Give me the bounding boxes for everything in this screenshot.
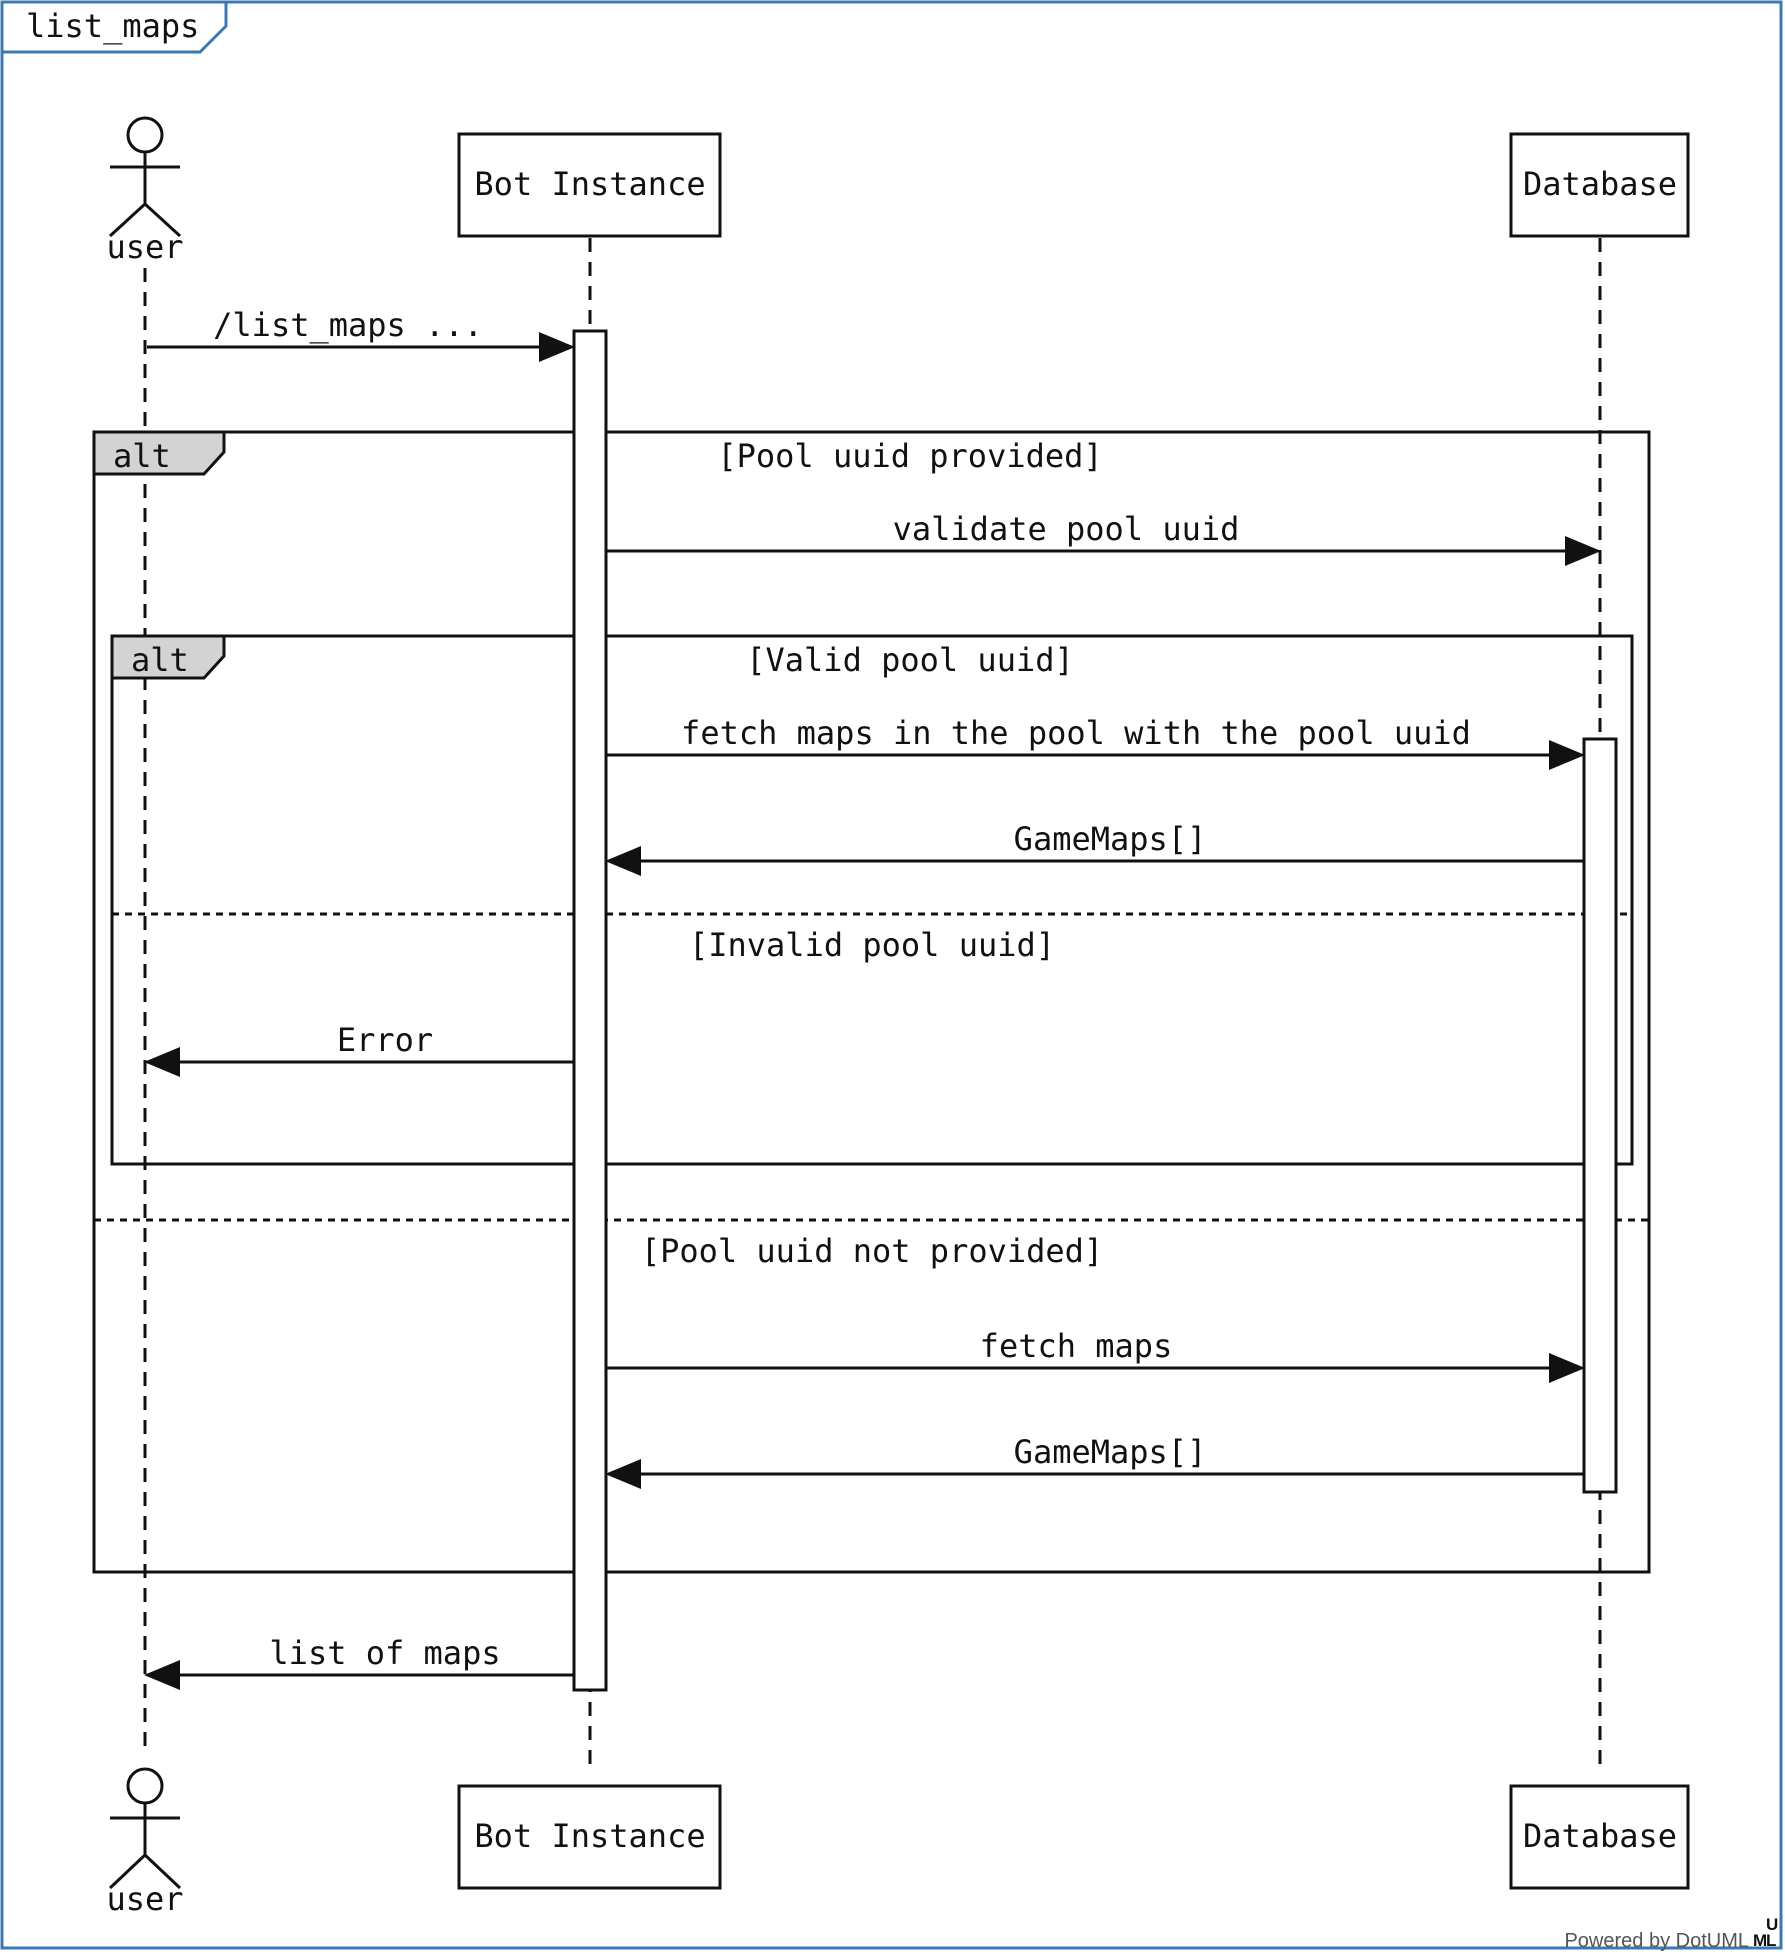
alt-fragment-inner-operator: alt bbox=[131, 641, 189, 679]
message-label-fetch-maps-in-pool: fetch maps in the pool with the pool uui… bbox=[681, 714, 1471, 752]
activation-database bbox=[1582, 737, 1618, 1494]
alt-outer-guard-2: [Pool uuid not provided] bbox=[641, 1232, 1103, 1270]
message-label-gamemaps-1: GameMaps[] bbox=[1014, 820, 1207, 858]
participant-bot-instance-bottom-label: Bot Instance bbox=[474, 1817, 705, 1855]
participant-bot-instance-top bbox=[457, 132, 722, 238]
participant-bot-instance-top-label: Bot Instance bbox=[474, 165, 705, 203]
participant-database-top-label: Database bbox=[1523, 165, 1677, 203]
logo-letter-l: L bbox=[1766, 1931, 1776, 1950]
alt-fragment-outer bbox=[92, 430, 1651, 1574]
alt-inner-guard-2: [Invalid pool uuid] bbox=[689, 926, 1055, 964]
message-label-fetch-maps: fetch maps bbox=[980, 1327, 1173, 1365]
actor-user-top-label: user bbox=[106, 228, 183, 266]
dotuml-logo-icon: U M L bbox=[1753, 1915, 1778, 1950]
diagram-title: list_maps bbox=[26, 7, 199, 45]
alt-fragment-outer-tag bbox=[92, 430, 226, 476]
participant-database-bottom bbox=[1509, 1784, 1690, 1890]
alt-fragment-inner-tag bbox=[110, 634, 226, 680]
participant-bot-instance-bottom bbox=[457, 1784, 722, 1890]
message-label-gamemaps-2: GameMaps[] bbox=[1014, 1433, 1207, 1471]
message-label-list-maps: /list_maps ... bbox=[213, 306, 483, 344]
actor-user-top bbox=[108, 116, 182, 238]
footer-powered-by: Powered by DotUML bbox=[1564, 1930, 1749, 1952]
alt-fragment-inner bbox=[110, 634, 1634, 1166]
alt-inner-guard-1: [Valid pool uuid] bbox=[746, 641, 1074, 679]
actor-user-bottom bbox=[108, 1767, 182, 1890]
diagram-title-tab bbox=[2, 2, 228, 54]
activation-bot-instance bbox=[572, 329, 608, 1692]
participant-database-top bbox=[1509, 132, 1690, 238]
message-label-list-of-maps: list of maps bbox=[269, 1634, 500, 1672]
actor-user-bottom-label: user bbox=[106, 1880, 183, 1918]
alt-fragment-outer-operator: alt bbox=[113, 437, 171, 475]
logo-letter-u: U bbox=[1766, 1915, 1778, 1934]
participant-database-bottom-label: Database bbox=[1523, 1817, 1677, 1855]
logo-letter-m: M bbox=[1753, 1931, 1767, 1950]
alt-outer-guard-1: [Pool uuid provided] bbox=[717, 437, 1102, 475]
message-label-validate-pool-uuid: validate pool uuid bbox=[893, 510, 1240, 548]
message-label-error: Error bbox=[337, 1021, 433, 1059]
